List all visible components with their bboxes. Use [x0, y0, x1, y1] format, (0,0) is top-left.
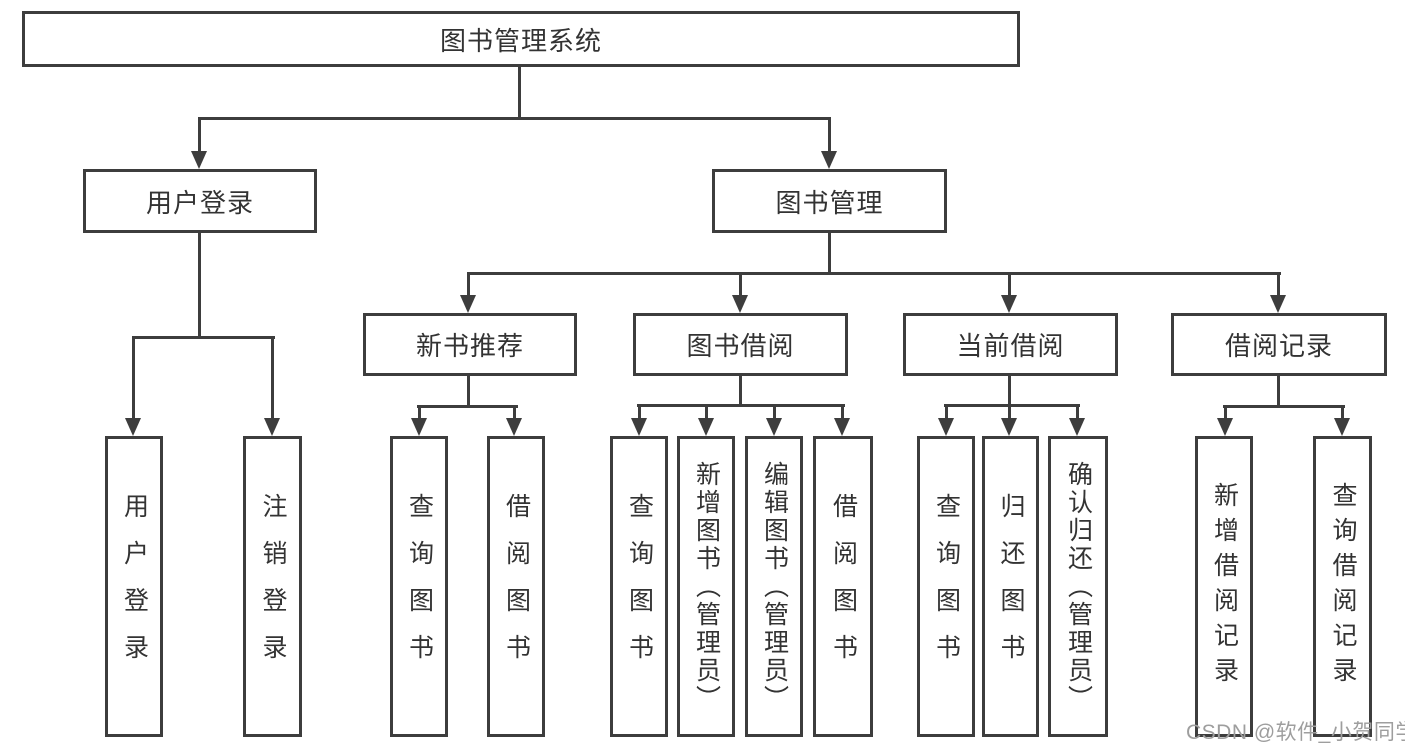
arrow-to-book-management-icon: [821, 118, 837, 169]
node-new-book-recommend-label: 新书推荐: [415, 331, 524, 361]
leaf-query-books-1: 查询图书: [390, 436, 448, 737]
leaf-add-borrow-record: 新增借阅记录: [1195, 436, 1253, 737]
arrow-to-user-login-icon: [191, 118, 207, 169]
leaf-query-borrow-record: 查询借阅记录: [1313, 436, 1372, 737]
arrow-to-leaf-logout-icon: [264, 337, 280, 436]
connector-current-borrow-hline: [944, 404, 1080, 407]
arrow-to-leaf-confirm-return-icon: [1069, 406, 1085, 436]
arrow-to-leaf-query-books-3-icon: [938, 406, 954, 436]
node-book-borrow-label: 图书借阅: [686, 331, 795, 361]
node-borrow-records: 借阅记录: [1171, 313, 1387, 376]
arrow-to-leaf-query-books-1-icon: [411, 406, 427, 436]
leaf-confirm-return-admin: 确认归还（管理员）: [1048, 436, 1108, 737]
arrow-to-leaf-add-book-admin-icon: [698, 406, 714, 436]
leaf-add-book-admin: 新增图书（管理员）: [677, 436, 735, 737]
leaf-borrow-books-2-label: 借阅图书: [829, 492, 858, 681]
arrow-to-leaf-borrow-books-2-icon: [834, 406, 850, 436]
node-user-login-label: 用户登录: [145, 187, 254, 218]
leaf-query-books-3: 查询图书: [917, 436, 975, 737]
leaf-query-books-1-label: 查询图书: [405, 492, 434, 681]
connector-borrow-records-vline: [1277, 375, 1280, 408]
arrow-to-leaf-user-login-icon: [125, 337, 141, 436]
connector-book-borrow-vline: [739, 376, 742, 407]
leaf-borrow-books-1-label: 借阅图书: [502, 492, 531, 681]
leaf-return-book-label: 归还图书: [997, 492, 1025, 681]
arrow-to-book-borrow-icon: [732, 273, 748, 313]
arrow-to-leaf-edit-book-admin-icon: [766, 406, 782, 436]
leaf-user-login-label: 用户登录: [120, 492, 149, 681]
connector-book-management-hline: [467, 272, 1281, 275]
connector-user-login-vline: [198, 232, 201, 339]
connector-borrow-records-hline: [1223, 405, 1345, 408]
leaf-query-books-3-label: 查询图书: [932, 492, 961, 681]
connector-book-borrow-hline: [637, 404, 845, 407]
leaf-add-borrow-record-label: 新增借阅记录: [1210, 481, 1239, 692]
leaf-add-book-admin-label: 新增图书（管理员）: [692, 460, 721, 713]
leaf-edit-book-admin: 编辑图书（管理员）: [745, 436, 803, 737]
connector-root-hline: [198, 117, 831, 120]
node-current-borrow-label: 当前借阅: [956, 331, 1065, 361]
arrow-to-leaf-query-borrow-record-icon: [1334, 407, 1350, 436]
node-root: 图书管理系统: [22, 11, 1020, 67]
node-user-login: 用户登录: [83, 169, 317, 233]
leaf-logout: 注销登录: [243, 436, 302, 737]
node-current-borrow: 当前借阅: [903, 313, 1118, 376]
leaf-query-borrow-record-label: 查询借阅记录: [1329, 481, 1357, 692]
connector-current-borrow-vline: [1008, 376, 1011, 407]
node-book-borrow: 图书借阅: [633, 313, 848, 376]
arrow-to-current-borrow-icon: [1001, 273, 1017, 313]
arrow-to-leaf-add-borrow-record-icon: [1217, 407, 1233, 436]
leaf-return-book: 归还图书: [982, 436, 1039, 737]
arrow-to-leaf-query-books-2-icon: [631, 406, 647, 436]
leaf-borrow-books-2: 借阅图书: [813, 436, 873, 737]
arrow-to-new-book-recommend-icon: [460, 273, 476, 313]
arrow-to-leaf-return-book-icon: [1001, 406, 1017, 436]
node-borrow-records-label: 借阅记录: [1224, 331, 1333, 361]
csdn-watermark: CSDN @软件_小贺同学: [1186, 721, 1405, 744]
leaf-query-books-2: 查询图书: [610, 436, 668, 737]
connector-new-book-recommend-vline: [467, 376, 470, 408]
leaf-user-login: 用户登录: [105, 436, 163, 737]
leaf-logout-label: 注销登录: [259, 492, 287, 681]
leaf-borrow-books-1: 借阅图书: [487, 436, 545, 737]
connector-user-login-hline: [132, 336, 275, 339]
leaf-query-books-2-label: 查询图书: [625, 492, 654, 681]
leaf-confirm-return-admin-label: 确认归还（管理员）: [1064, 460, 1093, 713]
connector-new-book-recommend-hline: [417, 405, 518, 408]
node-root-label: 图书管理系统: [439, 25, 602, 56]
connector-root-vline: [518, 64, 521, 120]
node-book-management: 图书管理: [712, 169, 947, 233]
arrow-to-borrow-records-icon: [1270, 273, 1286, 313]
arrow-to-leaf-borrow-books-1-icon: [506, 406, 522, 436]
node-book-management-label: 图书管理: [775, 187, 884, 218]
node-new-book-recommend: 新书推荐: [363, 313, 577, 376]
connector-book-management-vline: [828, 233, 831, 275]
leaf-edit-book-admin-label: 编辑图书（管理员）: [760, 460, 789, 713]
